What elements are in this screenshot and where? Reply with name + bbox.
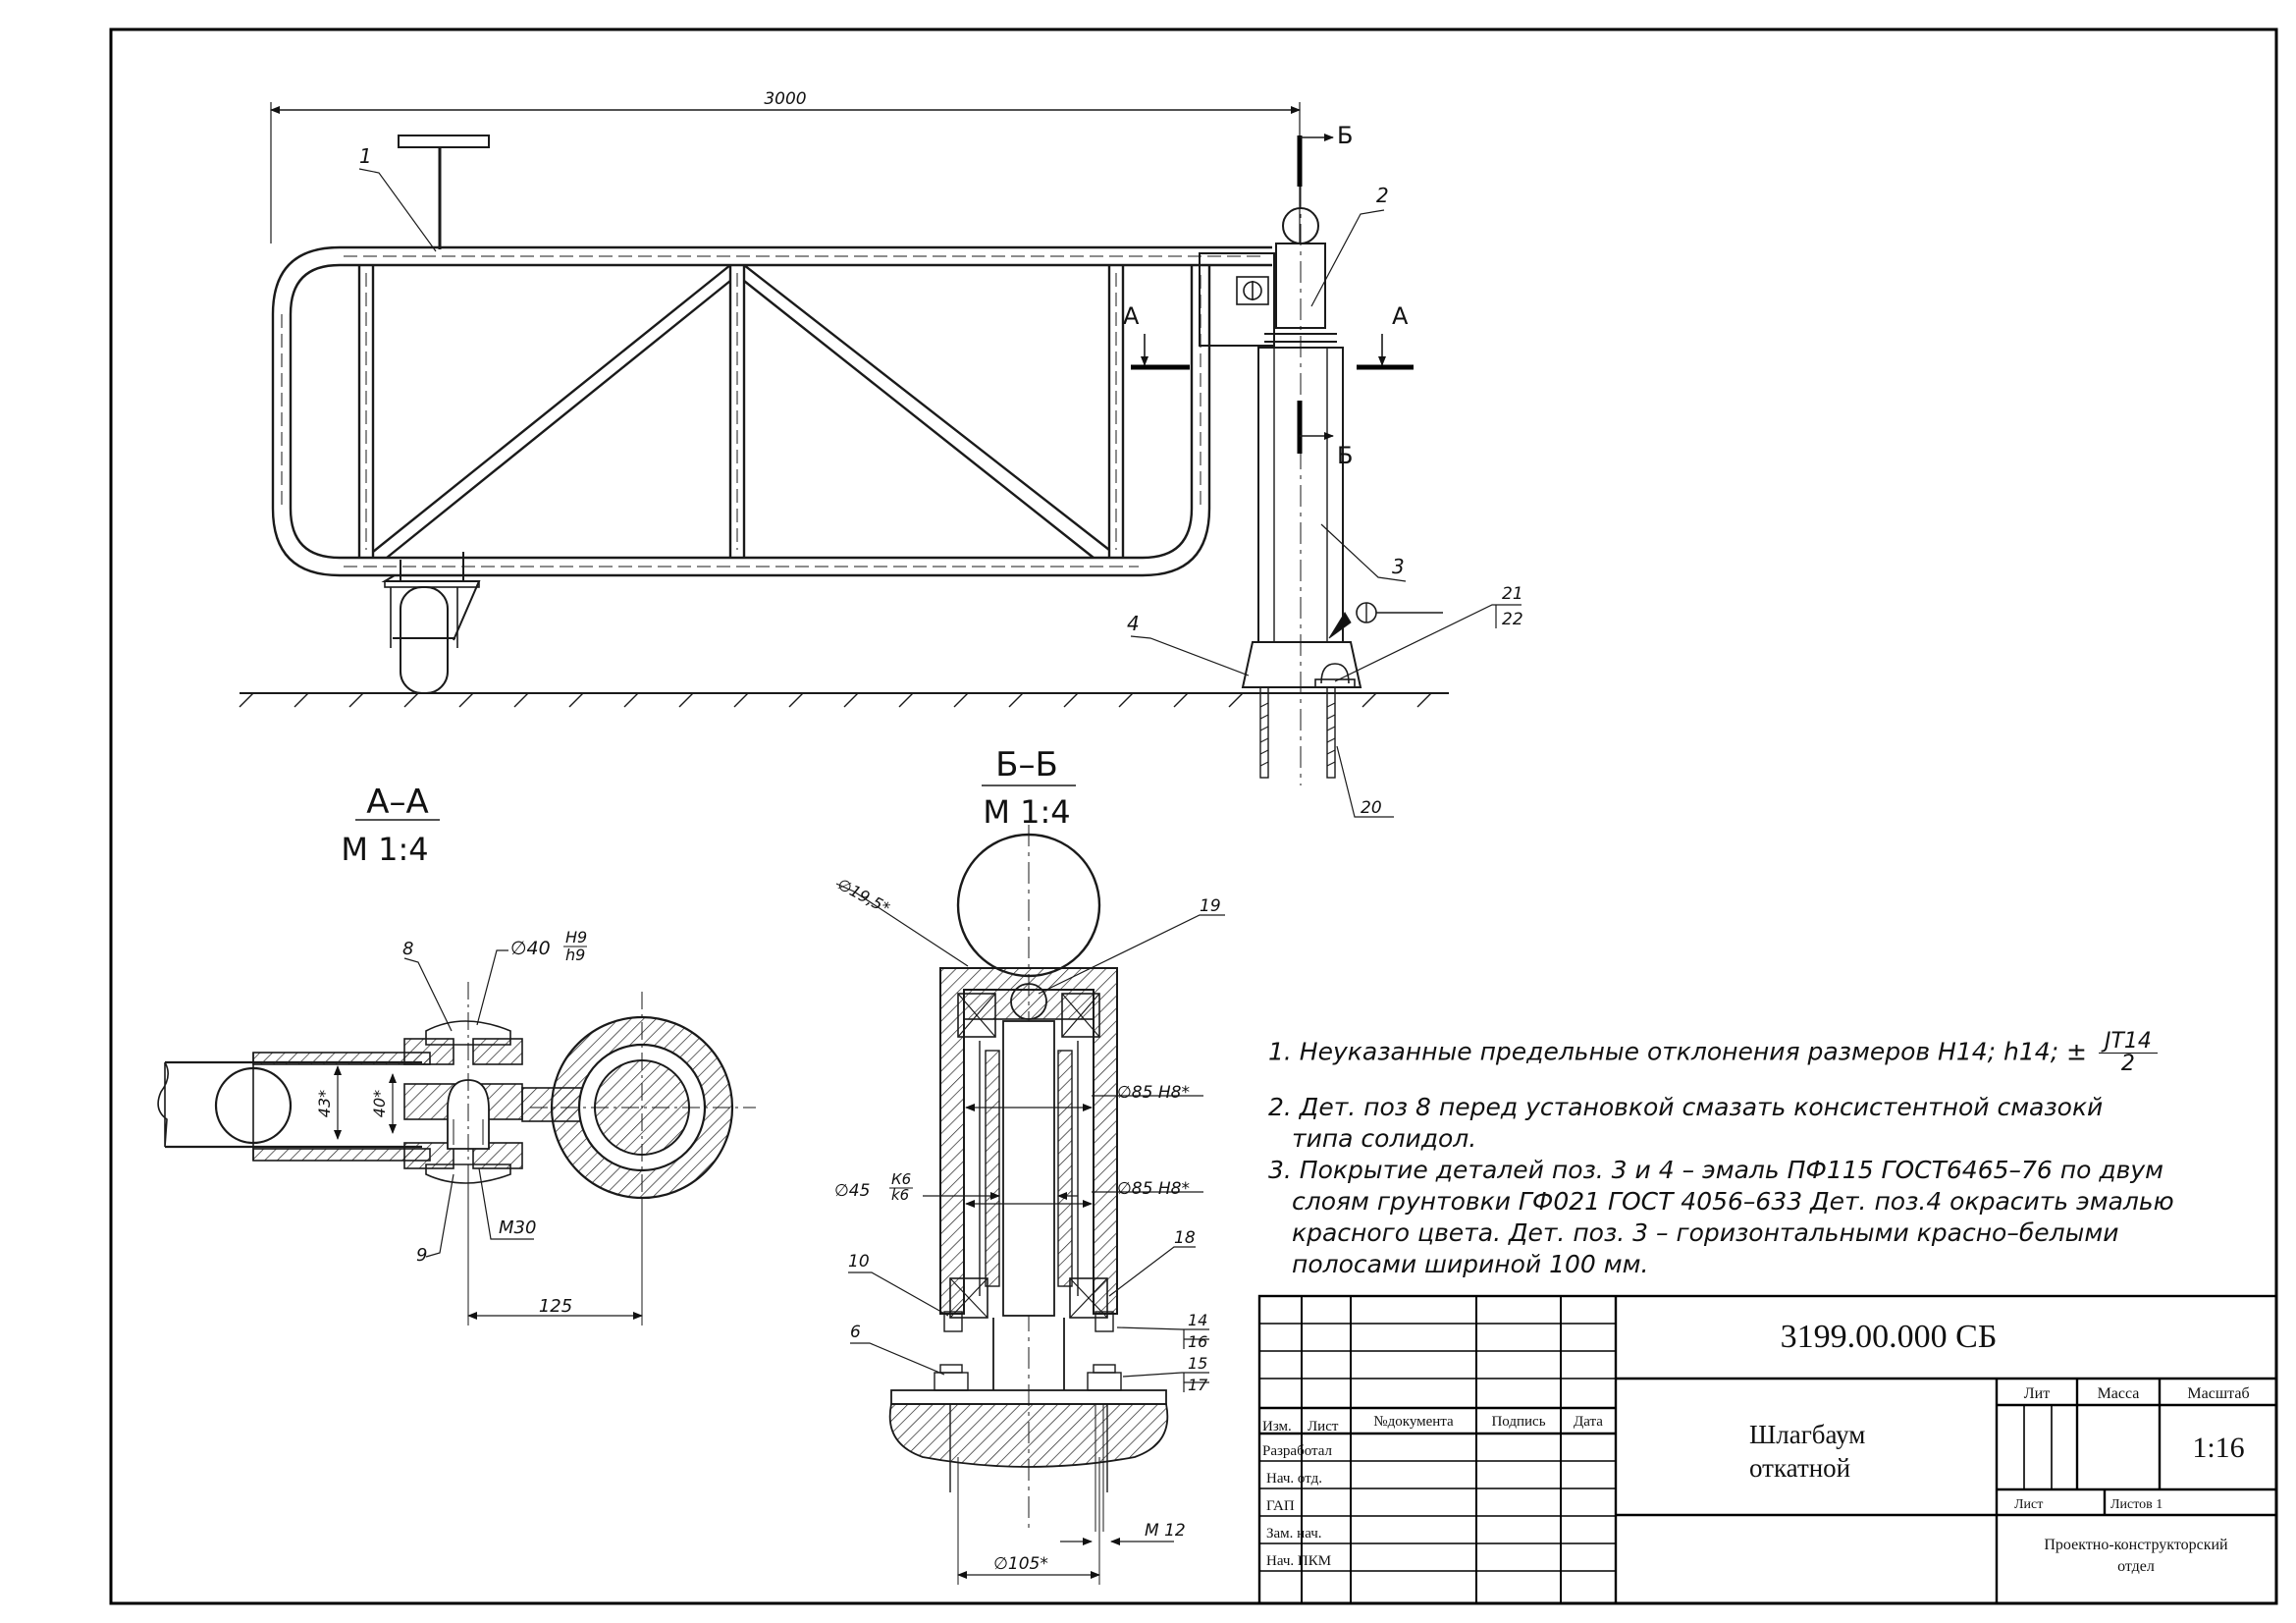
dim-40: 40* bbox=[370, 1090, 389, 1117]
section-bb-scale: М 1:4 bbox=[983, 793, 1070, 831]
product-name-line2: откатной bbox=[1749, 1453, 1850, 1483]
section-bb-title: Б–Б bbox=[995, 745, 1058, 784]
lit-label: Лит bbox=[2024, 1385, 2050, 1402]
note-3-line1: 3. Покрытие деталей поз. 3 и 4 – эмаль П… bbox=[1268, 1156, 2164, 1184]
callout-22: 22 bbox=[1502, 610, 1523, 629]
callout-2: 2 bbox=[1376, 184, 1389, 207]
note-3-line4: полосами шириной 100 мм. bbox=[1292, 1250, 1649, 1278]
note-1-numerator: JT14 bbox=[2098, 1031, 2158, 1054]
dim-dia-85-bottom: ∅85 H8* bbox=[1117, 1179, 1190, 1199]
sheet-label: Лист bbox=[2014, 1497, 2043, 1512]
dim-dia-19-5: ∅19,5* bbox=[834, 875, 893, 918]
fit-k6: k6 bbox=[891, 1186, 909, 1204]
sheets-label: Листов 1 bbox=[2110, 1497, 2163, 1512]
dim-dia-85-top: ∅85 H8* bbox=[1117, 1083, 1190, 1103]
department-line2: отдел bbox=[2117, 1558, 2155, 1575]
title-block-grid bbox=[1257, 1294, 2278, 1605]
note-1-fraction: JT14 2 bbox=[2098, 1031, 2158, 1076]
fit-K6: К6 bbox=[891, 1170, 911, 1188]
note-1-text: 1. Неуказанные предельные отклонения раз… bbox=[1268, 1037, 2088, 1066]
callout-9: 9 bbox=[416, 1245, 427, 1266]
col-date: Дата bbox=[1574, 1414, 1603, 1430]
note-3-line3: красного цвета. Дет. поз. 3 – горизонтал… bbox=[1292, 1218, 2119, 1247]
callout-14: 14 bbox=[1188, 1311, 1207, 1329]
callout-4: 4 bbox=[1127, 612, 1140, 635]
note-2-line1: 2. Дет. поз 8 перед установкой смазать к… bbox=[1268, 1093, 2104, 1121]
note-3-line2: слоям грунтовки ГФ021 ГОСТ 4056–633 Дет.… bbox=[1292, 1187, 2174, 1216]
section-bb-view bbox=[835, 784, 1225, 1585]
sheet-frame bbox=[109, 27, 2278, 1605]
doc-number: 3199.00.000 СБ bbox=[1781, 1319, 1998, 1355]
row-gap: ГАП bbox=[1266, 1498, 1295, 1514]
dim-125: 125 bbox=[539, 1296, 572, 1317]
section-mark-a-right: А bbox=[1392, 302, 1409, 330]
section-aa-scale: М 1:4 bbox=[341, 831, 428, 868]
row-razrab: Разработал bbox=[1262, 1443, 1333, 1459]
callout-21: 21 bbox=[1502, 584, 1523, 604]
fit-h9: h9 bbox=[565, 946, 585, 964]
scale-value: 1:16 bbox=[2192, 1432, 2244, 1464]
callout-20: 20 bbox=[1361, 798, 1382, 818]
callout-8: 8 bbox=[402, 939, 413, 959]
callout-6: 6 bbox=[850, 1323, 861, 1342]
row-zam: Зам. нач. bbox=[1266, 1526, 1322, 1542]
thread-m30: М30 bbox=[499, 1217, 536, 1238]
callout-1: 1 bbox=[359, 144, 372, 168]
dim-3000: 3000 bbox=[764, 89, 806, 109]
scale-label: Масштаб bbox=[2187, 1385, 2249, 1402]
thread-m12: М 12 bbox=[1145, 1521, 1186, 1541]
col-doc: №документа bbox=[1373, 1414, 1454, 1430]
note-2-line2: типа солидол. bbox=[1292, 1124, 1477, 1153]
row-nach-otd: Нач. отд. bbox=[1266, 1471, 1322, 1487]
callout-10: 10 bbox=[848, 1252, 870, 1271]
callout-16: 16 bbox=[1188, 1332, 1207, 1351]
row-nach-pkm: Нач. ПКМ bbox=[1266, 1553, 1331, 1569]
section-aa-view bbox=[157, 819, 756, 1325]
dim-dia-40: ∅40 bbox=[510, 938, 551, 959]
department-line1: Проектно-конструкторский bbox=[2044, 1537, 2228, 1553]
product-name-line1: Шлагбаум bbox=[1749, 1420, 1865, 1449]
note-1-denominator: 2 bbox=[2120, 1052, 2135, 1076]
callout-17: 17 bbox=[1188, 1376, 1208, 1394]
section-aa-title: А–А bbox=[366, 783, 429, 822]
barrier-elevation-view bbox=[239, 102, 1522, 818]
callout-15: 15 bbox=[1188, 1354, 1207, 1373]
technical-notes: 1. Неуказанные предельные отклонения раз… bbox=[1268, 1031, 2174, 1280]
dim-dia-105: ∅105* bbox=[993, 1554, 1048, 1574]
callout-3: 3 bbox=[1392, 555, 1405, 578]
section-mark-a-left: А bbox=[1123, 302, 1140, 330]
col-izm: Изм. bbox=[1262, 1419, 1292, 1434]
note-1: 1. Неуказанные предельные отклонения раз… bbox=[1268, 1031, 2158, 1075]
callout-19: 19 bbox=[1200, 896, 1221, 916]
mass-label: Масса bbox=[2098, 1385, 2140, 1402]
col-list: Лист bbox=[1308, 1419, 1339, 1434]
section-mark-b-top: Б bbox=[1337, 122, 1353, 149]
section-mark-b-bottom: Б bbox=[1337, 442, 1353, 469]
dim-43: 43* bbox=[315, 1090, 334, 1117]
col-sign: Подпись bbox=[1491, 1414, 1545, 1430]
callout-18: 18 bbox=[1174, 1228, 1196, 1248]
dim-dia-45: ∅45 bbox=[834, 1181, 870, 1201]
fit-H9: H9 bbox=[565, 928, 587, 947]
